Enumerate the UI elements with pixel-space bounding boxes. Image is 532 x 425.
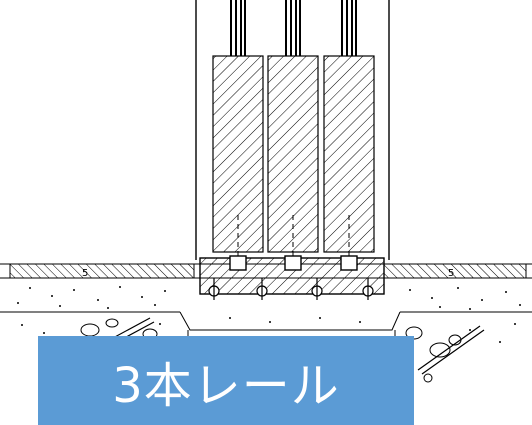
top-rail-channels xyxy=(230,0,357,56)
concrete-slab xyxy=(0,311,532,345)
floor-finish xyxy=(0,263,532,279)
rail-base-block xyxy=(199,255,385,295)
caption-label: 3本レール xyxy=(112,357,340,414)
anchor-bolts xyxy=(208,278,374,300)
sliding-panel xyxy=(212,55,375,253)
caption-box: 3本レール xyxy=(38,336,414,425)
floor-mark-left: 5 xyxy=(82,268,88,279)
aggregate-dots xyxy=(17,286,521,343)
panel-centerlines xyxy=(237,215,350,262)
floor-mark-right: 5 xyxy=(448,268,454,279)
